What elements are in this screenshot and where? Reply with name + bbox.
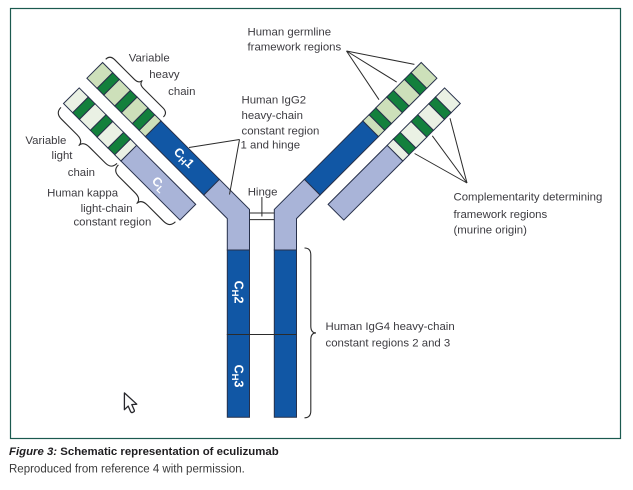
svg-text:Figure 3: Schematic representa: Figure 3: Schematic representation of ec… [9, 446, 279, 458]
svg-text:Variable: Variable [129, 53, 170, 65]
svg-text:1 and hinge: 1 and hinge [241, 140, 301, 152]
svg-text:(murine origin): (murine origin) [454, 225, 528, 237]
svg-text:chain: chain [68, 167, 95, 179]
svg-text:Variable: Variable [25, 135, 66, 147]
svg-text:Human germline: Human germline [248, 27, 332, 39]
svg-text:constant region: constant region [242, 126, 320, 138]
svg-text:CH2: CH2 [229, 281, 246, 304]
svg-text:constant region: constant region [73, 217, 151, 229]
svg-text:light: light [52, 150, 74, 162]
svg-text:heavy: heavy [149, 69, 180, 81]
svg-text:Hinge: Hinge [248, 187, 278, 199]
svg-text:chain: chain [168, 86, 195, 98]
svg-text:Human IgG2: Human IgG2 [242, 95, 307, 107]
svg-text:Human kappa: Human kappa [47, 188, 119, 200]
svg-text:heavy-chain: heavy-chain [242, 110, 303, 122]
svg-text:framework regions: framework regions [248, 41, 342, 53]
svg-text:CH3: CH3 [229, 365, 246, 388]
svg-text:Complementarity determining: Complementarity determining [454, 192, 603, 204]
svg-text:Human IgG4 heavy-chain: Human IgG4 heavy-chain [326, 321, 455, 333]
svg-text:framework regions: framework regions [454, 209, 548, 221]
svg-text:light-chain: light-chain [81, 203, 133, 215]
svg-text:constant regions 2 and 3: constant regions 2 and 3 [326, 337, 451, 349]
svg-text:Reproduced from reference 4 wi: Reproduced from reference 4 with permiss… [9, 464, 245, 476]
